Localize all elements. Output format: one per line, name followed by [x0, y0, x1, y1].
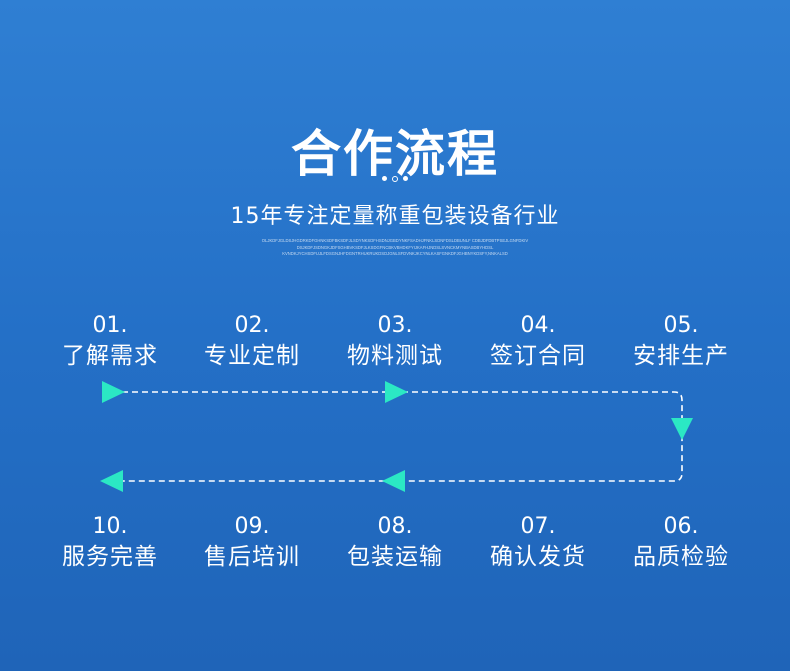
step-number: 08.: [377, 514, 413, 539]
step-label: 专业定制: [204, 343, 300, 369]
divider-dot: [403, 176, 408, 181]
step-label: 安排生产: [633, 343, 729, 369]
flow-dashed-path: [112, 391, 683, 482]
fine-print-line-3: KVNDKJYCHSDFUJLFDSGNJHFDGNTRHUKRUKDSDJGN…: [282, 251, 508, 256]
step-number: 04.: [520, 313, 556, 338]
step-label: 品质检验: [633, 544, 729, 570]
page-subtitle: 15年专注定量称重包装设备行业: [230, 204, 560, 229]
step-label: 了解需求: [62, 343, 158, 369]
step-02: 02. 专业定制: [177, 312, 327, 372]
flow-arrow-left-icon: [100, 470, 123, 492]
flow-arrow-left-icon: [382, 470, 405, 492]
step-number: 02.: [234, 313, 270, 338]
fine-print-line-1: OLJKDFJGLDSJHGDRKDFGHNKSDFBKSDFJLSDYNKSD…: [261, 238, 529, 243]
step-07: 07. 确认发货: [463, 513, 613, 573]
step-label: 包装运输: [347, 544, 443, 570]
step-label: 售后培训: [204, 544, 300, 570]
title-dots-divider: [0, 176, 790, 182]
flow-arrow-down-icon: [671, 418, 693, 440]
step-09: 09. 售后培训: [177, 513, 327, 573]
step-label: 确认发货: [490, 544, 586, 570]
divider-dot: [382, 176, 387, 181]
step-04: 04. 签订合同: [463, 312, 613, 372]
page-title: 合作流程: [291, 125, 499, 183]
step-label: 签订合同: [490, 343, 586, 369]
flow-arrow-right-icon: [102, 381, 125, 403]
step-number: 06.: [663, 514, 699, 539]
step-05: 05. 安排生产: [606, 312, 756, 372]
step-number: 09.: [234, 514, 270, 539]
step-01: 01. 了解需求: [35, 312, 185, 372]
divider-dot-hollow: [392, 176, 398, 182]
step-label: 服务完善: [62, 544, 158, 570]
step-number: 03.: [377, 313, 413, 338]
step-number: 07.: [520, 514, 556, 539]
step-03: 03. 物料测试: [320, 312, 470, 372]
flow-arrow-right-icon: [385, 381, 408, 403]
step-number: 01.: [92, 313, 128, 338]
fine-print: OLJKDFJGLDSJHGDRKDFGHNKSDFBKSDFJLSDYNKSD…: [220, 238, 570, 258]
step-number: 10.: [92, 514, 128, 539]
step-label: 物料测试: [347, 343, 443, 369]
fine-print-line-2: DSJKDFJSDNGKJDFSGHBVKSDFJLKSDGFNCBKVBHDK…: [296, 244, 494, 250]
step-06: 06. 品质检验: [606, 513, 756, 573]
step-10: 10. 服务完善: [35, 513, 185, 573]
step-number: 05.: [663, 313, 699, 338]
step-08: 08. 包装运输: [320, 513, 470, 573]
